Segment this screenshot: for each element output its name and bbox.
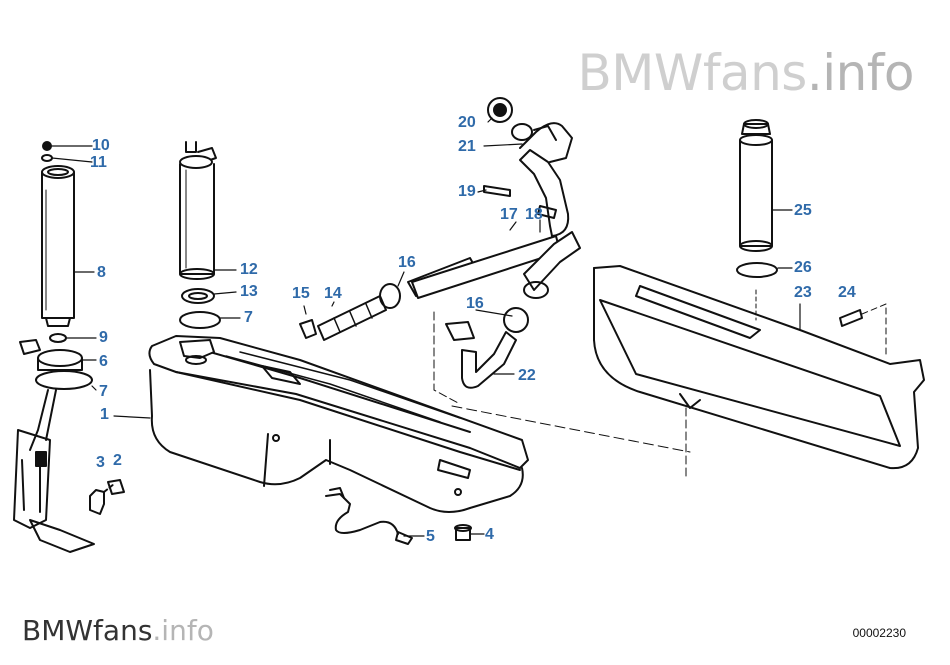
callout-14: 14 (324, 285, 342, 302)
callout-7-middle: 7 (244, 309, 253, 326)
callout-9: 9 (99, 329, 108, 346)
callout-26: 26 (794, 259, 812, 276)
callout-6: 6 (99, 353, 108, 370)
callout-5: 5 (426, 528, 435, 545)
callout-13: 13 (240, 283, 258, 300)
callout-20: 20 (458, 114, 476, 131)
callout-22: 22 (518, 367, 536, 384)
callout-10: 10 (92, 137, 110, 154)
in-tank-pump-12 (179, 141, 221, 329)
callout-11: 11 (90, 154, 107, 171)
callout-2: 2 (113, 452, 122, 469)
callout-18: 18 (525, 206, 543, 223)
callout-21: 21 (458, 138, 476, 155)
callout-25: 25 (794, 202, 812, 219)
tank-shield-23 (593, 265, 925, 481)
callout-1: 1 (100, 406, 109, 423)
callout-4: 4 (485, 526, 494, 543)
fuel-cap-20 (483, 97, 557, 219)
callout-8: 8 (97, 264, 106, 281)
fuel-tank-1 (148, 335, 529, 513)
watermark-top: BMWfans.info (577, 44, 914, 102)
sensor-cable-5 (325, 487, 413, 545)
fuel-pump-tube-8 (41, 141, 75, 327)
sender-unit-25 (736, 119, 887, 357)
callout-16-lower: 16 (466, 295, 484, 312)
grommet-4 (454, 524, 472, 541)
callout-16-upper: 16 (398, 254, 416, 271)
filler-neck-17 (411, 122, 581, 299)
drain-plug-3 (89, 479, 125, 515)
diagram-code: 00002230 (852, 626, 906, 640)
callout-7-left: 7 (99, 383, 108, 400)
hose-22 (433, 307, 691, 453)
callout-17: 17 (500, 206, 518, 223)
sender-unit-6 (13, 333, 95, 553)
callout-24: 24 (838, 284, 856, 301)
callout-3: 3 (96, 454, 105, 471)
callout-12: 12 (240, 261, 258, 278)
callout-23: 23 (794, 284, 812, 301)
leader-lines (51, 117, 801, 537)
watermark-bottom: BMWfans.info (22, 614, 214, 647)
callout-15: 15 (292, 285, 310, 302)
callout-19: 19 (458, 183, 476, 200)
